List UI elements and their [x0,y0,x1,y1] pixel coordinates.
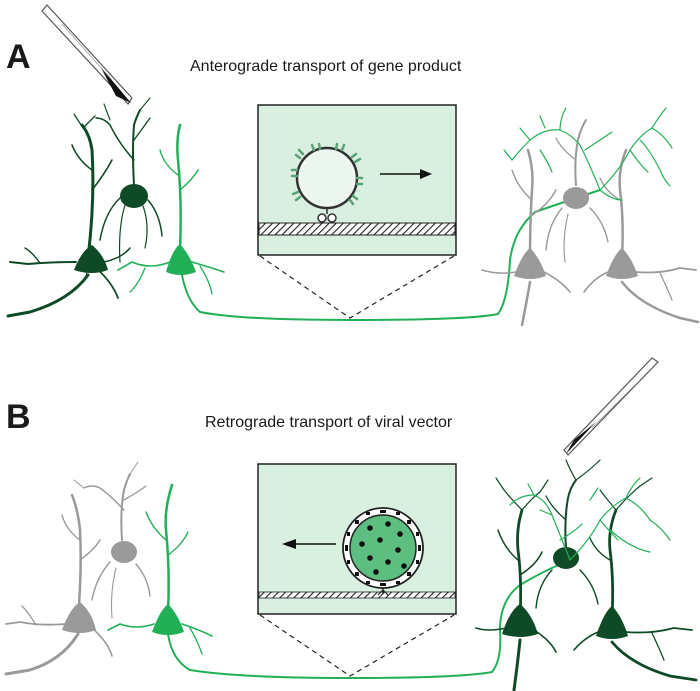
labelled-neuron-green [107,483,571,680]
vesicle-icon [290,142,364,223]
panel-letter-a: A [6,38,31,76]
panel-b [4,357,698,691]
target-neuron-gray-1-soma [514,248,546,279]
axon-terminal-arbor-green [509,477,671,561]
transduced-neuron-dark-2 [535,479,599,609]
panel-title-a: Anterograde transport of gene product [190,58,462,75]
inset-b [257,463,457,677]
arrow-left-icon [282,539,336,549]
dendritic-arbor-dark [495,459,653,511]
target-neuron-gray-2-soma [563,187,589,209]
panel-a [6,4,700,327]
target-neuron-gray-2 [545,119,609,263]
viral-particle-icon [342,507,424,596]
source-neuron-dark-1 [6,113,131,318]
arrow-right-icon [380,169,432,179]
microtubule-track [258,591,456,599]
source-neuron-green [117,123,601,322]
source-neuron-gray-2-soma [111,541,137,563]
transduced-neuron-dark-3 [573,508,698,682]
target-neuron-gray-3-soma [606,248,638,279]
zoom-lines [259,614,455,677]
source-neuron-green-soma [166,244,196,275]
source-neuron-gray-2 [73,461,151,619]
panel-title-b: Retrograde transport of viral vector [205,414,453,431]
transduced-neuron-dark-3-soma [596,606,628,639]
injection-pipette-icon [41,4,133,105]
transduced-neuron-dark-2-soma [553,547,579,569]
source-neuron-dark-2-soma [120,184,148,208]
source-neuron-dark-2 [95,97,163,263]
axon-terminal-arbor-green [503,107,673,201]
source-neuron-gray-1-soma [62,602,96,633]
labelled-neuron-green-soma [152,604,184,635]
transduced-neuron-dark-1-soma [502,604,538,637]
transduced-neuron-dark-1 [475,508,557,691]
target-neuron-gray-3 [583,148,700,324]
source-neuron-dark-1-soma [74,245,108,273]
panel-letter-b: B [6,398,31,436]
target-neuron-gray-1 [481,148,571,327]
zoom-lines [259,255,455,319]
microtubule-track [258,222,456,236]
inset-a [257,104,457,319]
injection-pipette-icon [563,357,659,456]
